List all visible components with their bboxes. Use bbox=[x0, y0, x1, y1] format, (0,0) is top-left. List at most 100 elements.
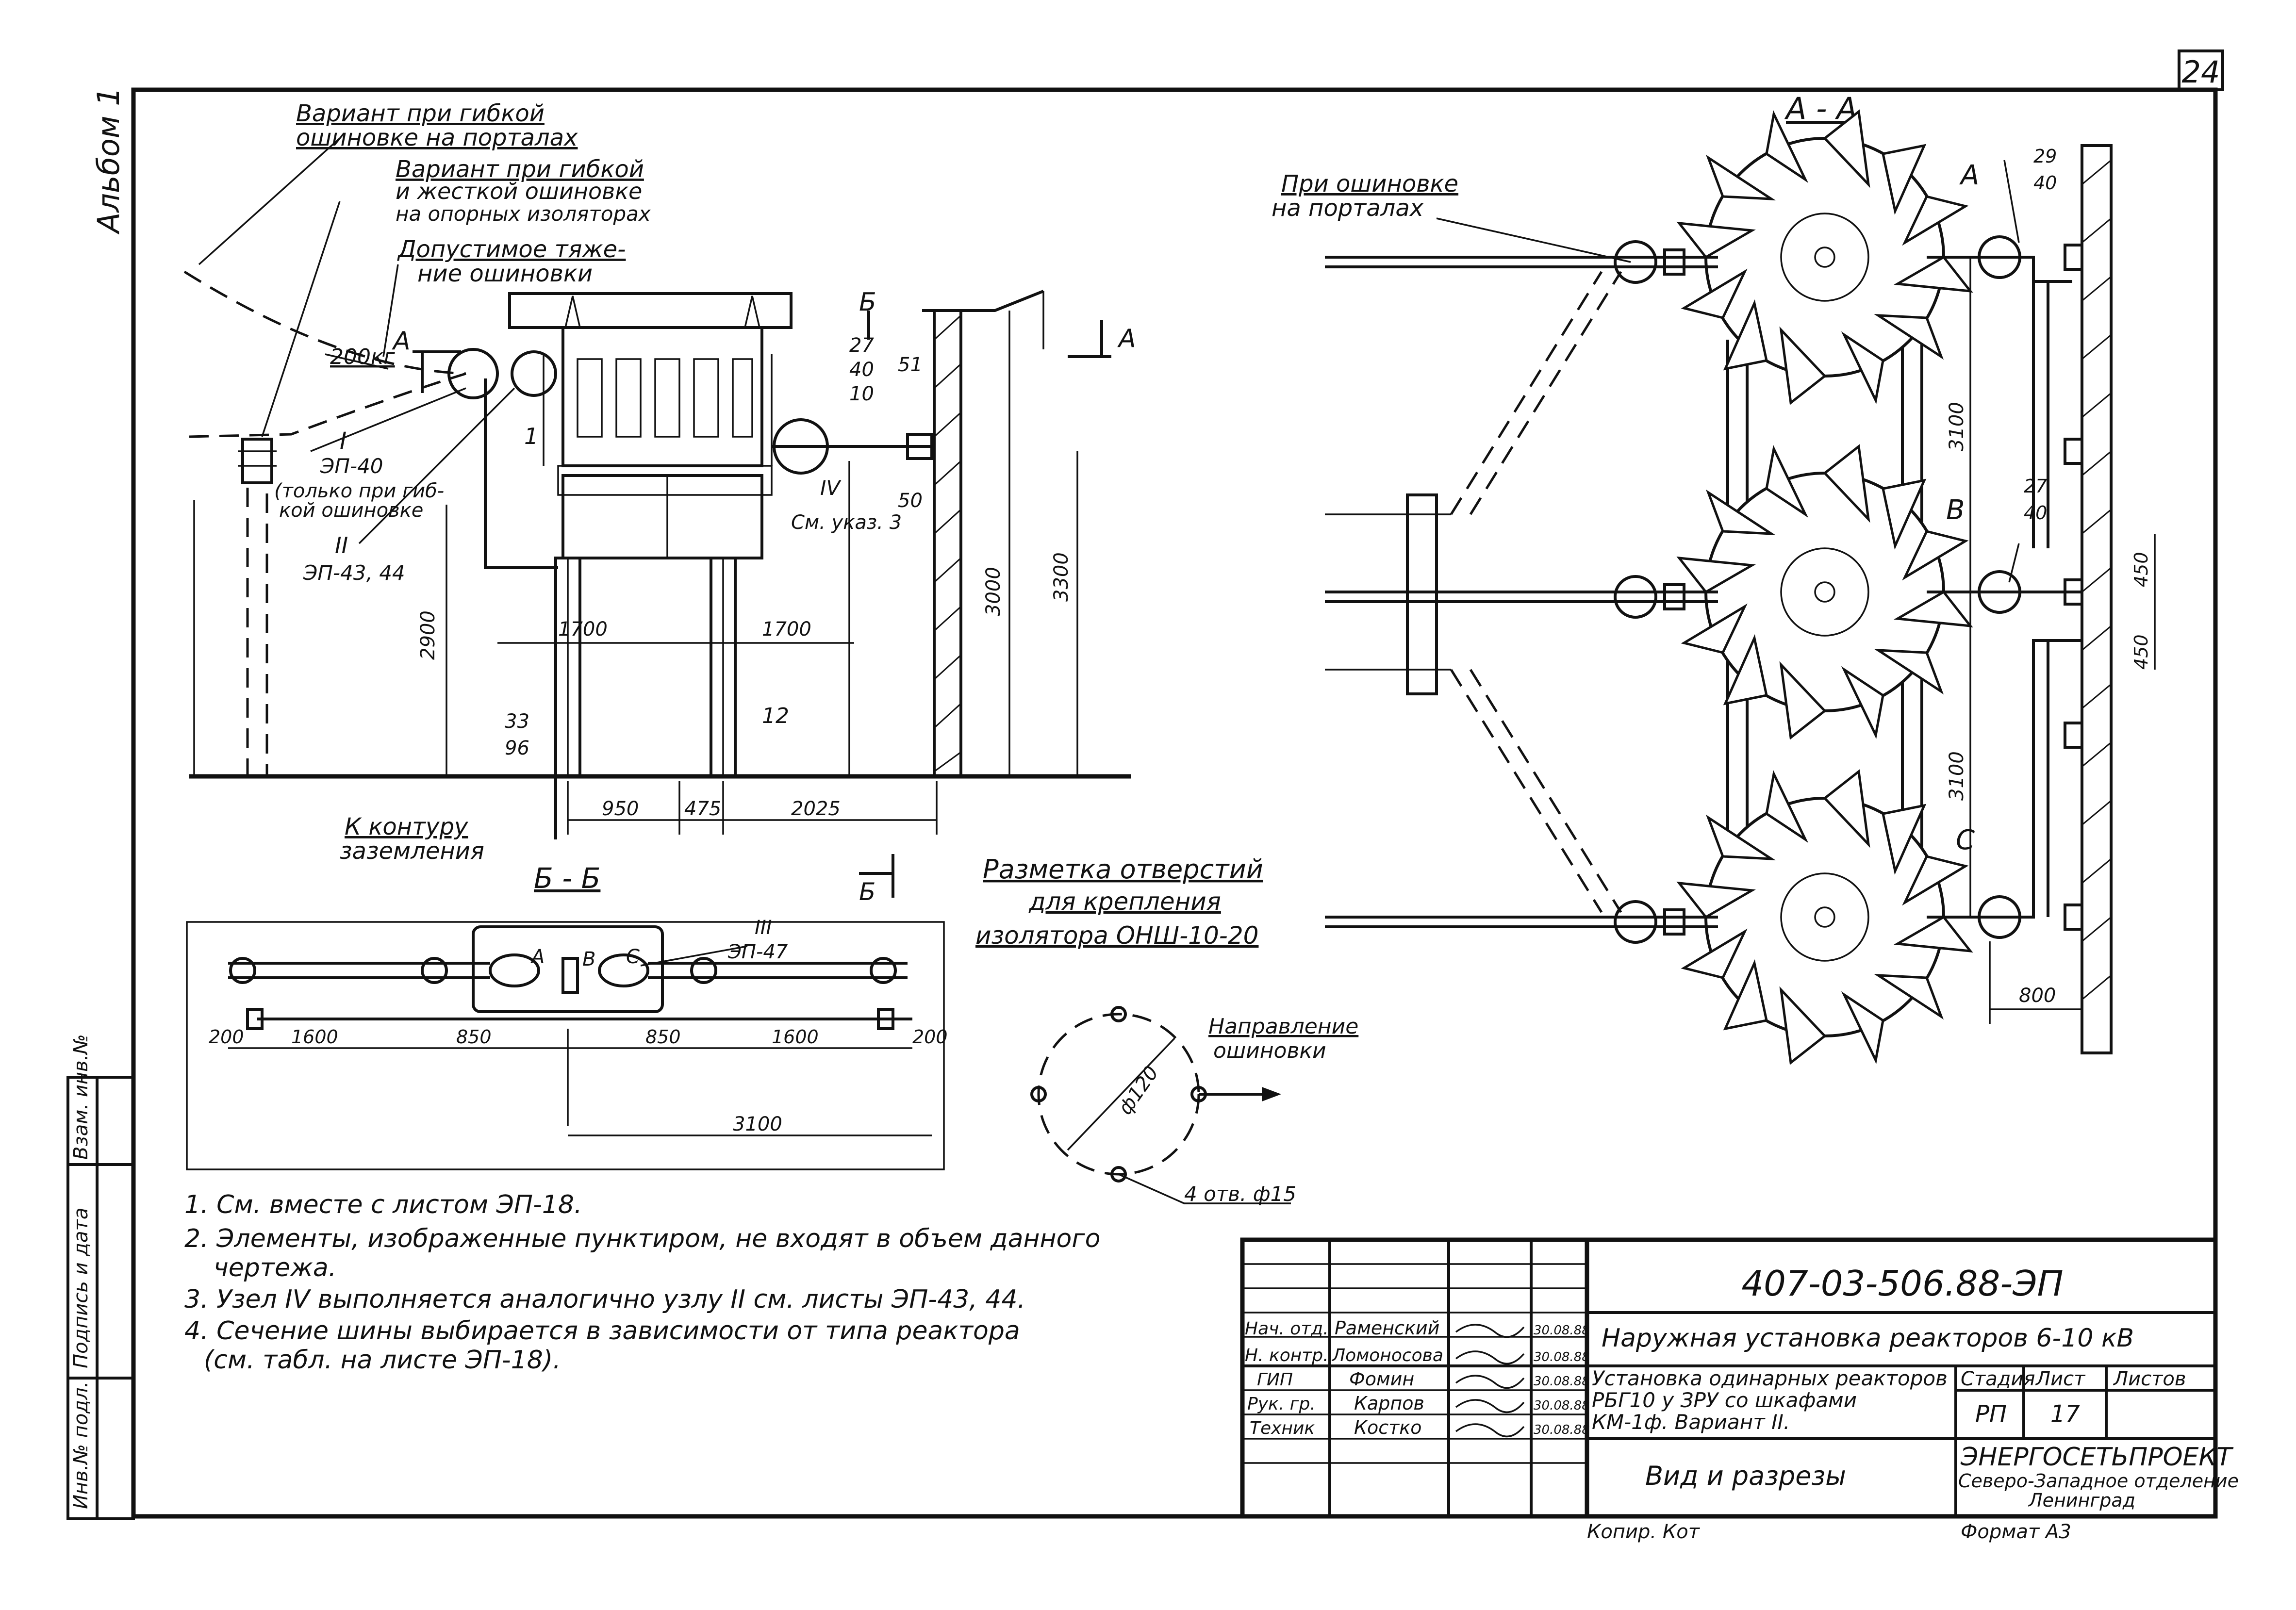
reactor-a bbox=[1676, 109, 1973, 405]
section-bb-cabinet bbox=[472, 925, 664, 1013]
staff-role-2: Н. контр. bbox=[1245, 1346, 1329, 1365]
staff-name-4: Карпов bbox=[1354, 1393, 1424, 1414]
hole-marking: Разметка отверстий для крепления изолято… bbox=[975, 854, 1358, 1206]
item-27: 27 bbox=[849, 334, 874, 357]
hole-marking-title-3: изолятора ОНШ-10-20 bbox=[975, 921, 1258, 950]
plan-item-27: 27 bbox=[2024, 476, 2047, 497]
node-ii-ref: ЭП-43, 44 bbox=[303, 561, 405, 585]
staff-date-2: 30.08.88 bbox=[1534, 1350, 1590, 1364]
label-variant-portals: Вариант при гибкой bbox=[296, 100, 545, 127]
section-bb-phase-c: С bbox=[626, 946, 640, 968]
elevation-view: Вариант при гибкой ошиновке на порталах … bbox=[183, 100, 1136, 865]
stamp-inv-repl: Взам. инв.№ bbox=[70, 1034, 92, 1160]
section-bb-wall-outline bbox=[186, 921, 945, 1170]
section-bb-title: Б - Б bbox=[534, 862, 600, 895]
node-i-ref: ЭП-40 bbox=[320, 454, 383, 478]
copied-label: Копир. Кот bbox=[1587, 1521, 1701, 1543]
label-variant-portals-2: ошиновке на порталах bbox=[296, 124, 578, 151]
dim-1700b: 1700 bbox=[762, 618, 811, 641]
signature-4 bbox=[1455, 1399, 1525, 1413]
section-bb-dim-1600b: 1600 bbox=[772, 1026, 819, 1048]
signature-1 bbox=[1455, 1324, 1525, 1338]
org-branch: Северо-Западное отделение bbox=[1958, 1470, 2239, 1492]
sheets-label: Листов bbox=[2113, 1368, 2186, 1390]
section-bb-node-iii-ref: ЭП-47 bbox=[727, 941, 788, 963]
node-i-note: (только при гиб- bbox=[274, 480, 444, 502]
reactor-base bbox=[562, 474, 763, 559]
staff-name-3: Фомин bbox=[1349, 1368, 1414, 1390]
item-10: 10 bbox=[849, 383, 874, 405]
stage-value: РП bbox=[1975, 1400, 2007, 1428]
hole-marking-title-2: для крепления bbox=[1028, 887, 1221, 916]
dim-475: 475 bbox=[684, 798, 721, 820]
plan-title: А - А bbox=[1784, 91, 1857, 126]
staff-role-4: Рук. гр. bbox=[1247, 1394, 1316, 1414]
section-bb-node-iii: III bbox=[755, 917, 772, 939]
plan-item-40b: 40 bbox=[2024, 502, 2047, 524]
plan-phase-b: В bbox=[1946, 494, 1965, 526]
side-stamp: Инв.№ подл. Подпись и дата Взам. инв.№ bbox=[66, 1034, 135, 1520]
note-2-cont: чертежа. bbox=[214, 1253, 336, 1282]
sheet-title: Установка одинарных реакторов bbox=[1592, 1366, 1948, 1390]
title-block: 407-03-506.88-ЭП Наружная установка реак… bbox=[1240, 1237, 2239, 1543]
item-96: 96 bbox=[505, 737, 529, 759]
view-name: Вид и разрезы bbox=[1645, 1461, 1846, 1491]
signature-3 bbox=[1455, 1375, 1525, 1389]
flexible-bus-dashed bbox=[183, 270, 466, 375]
node-iv-ref: См. указ. 3 bbox=[791, 511, 902, 534]
staff-role-1: Нач. отд. bbox=[1245, 1319, 1329, 1339]
dim-3000: 3000 bbox=[982, 567, 1005, 616]
staff-name-5: Костко bbox=[1354, 1417, 1421, 1438]
sheet-title-3: КМ-1ф. Вариант II. bbox=[1592, 1410, 1790, 1434]
item-1: 1 bbox=[524, 423, 538, 449]
staff-name-1: Раменский bbox=[1335, 1317, 1439, 1339]
item-51: 51 bbox=[898, 354, 923, 376]
album-label: Альбом 1 bbox=[91, 87, 126, 235]
section-bb-phase-b: В bbox=[582, 948, 595, 970]
plan-phase-a: А bbox=[1959, 160, 1979, 191]
project-name: Наружная установка реакторов 6-10 кВ bbox=[1602, 1324, 2134, 1353]
dim-2025: 2025 bbox=[791, 798, 841, 820]
dim-3300: 3300 bbox=[1050, 552, 1073, 602]
staff-date-5: 30.08.88 bbox=[1534, 1423, 1590, 1437]
sheet-number: 24 bbox=[2182, 54, 2220, 90]
hole-count: 4 отв. ф15 bbox=[1184, 1182, 1296, 1206]
section-bb-phase-a: А bbox=[530, 946, 545, 968]
section-bb-dim-200a: 200 bbox=[209, 1026, 244, 1048]
item-33: 33 bbox=[505, 710, 529, 733]
node-i-note-2: кой ошиновке bbox=[279, 499, 423, 522]
earthing-label: К контуру bbox=[345, 813, 468, 840]
section-b-b: Б - Б Б А В С III ЭП-47 200 1600 850 850… bbox=[186, 854, 948, 1170]
note-3: 3. Узел IV выполняется аналогично узлу I… bbox=[184, 1285, 1025, 1314]
dim-950: 950 bbox=[602, 798, 639, 820]
note-1: 1. См. вместе с листом ЭП-18. bbox=[184, 1190, 582, 1219]
item-12: 12 bbox=[762, 704, 789, 728]
doc-code: 407-03-506.88-ЭП bbox=[1741, 1263, 2063, 1304]
staff-role-5: Техник bbox=[1250, 1418, 1315, 1438]
plan-dim-3100b: 3100 bbox=[1946, 751, 1968, 801]
node-i-circle bbox=[447, 348, 499, 399]
item-40: 40 bbox=[849, 359, 874, 381]
staff-date-4: 30.08.88 bbox=[1534, 1398, 1590, 1413]
staff-date-3: 30.08.88 bbox=[1534, 1374, 1590, 1389]
sheet-label: Лист bbox=[2035, 1368, 2086, 1390]
section-bb-dim-850b: 850 bbox=[645, 1026, 681, 1048]
node-i-label: I bbox=[340, 427, 347, 455]
hole-marking-title: Разметка отверстий bbox=[983, 854, 1263, 885]
signature-2 bbox=[1455, 1350, 1525, 1365]
section-mark-b: Б bbox=[859, 288, 876, 317]
sheet-title-2: РБГ10 у ЗРУ со шкафами bbox=[1592, 1388, 1857, 1412]
section-mark-a-right: А bbox=[1117, 324, 1136, 353]
section-bb-dim-3100: 3100 bbox=[733, 1113, 782, 1135]
portal-note-2: на порталах bbox=[1272, 195, 1424, 222]
drawing-frame: 24 Альбом 1 bbox=[91, 49, 2224, 1519]
staff-date-1: 30.08.88 bbox=[1534, 1323, 1590, 1338]
earthing-label-2: заземления bbox=[340, 838, 484, 865]
section-bb-dim-1600a: 1600 bbox=[291, 1026, 338, 1048]
note-2: 2. Элементы, изображенные пунктиром, не … bbox=[184, 1224, 1100, 1253]
section-bb-dim-850a: 850 bbox=[456, 1026, 492, 1048]
signature-5 bbox=[1455, 1423, 1525, 1438]
label-variant-rigid-2: и жесткой ошиновке bbox=[396, 178, 642, 204]
plan-phase-c: С bbox=[1956, 824, 1975, 856]
label-variant-rigid-3: на опорных изоляторах bbox=[396, 202, 651, 226]
